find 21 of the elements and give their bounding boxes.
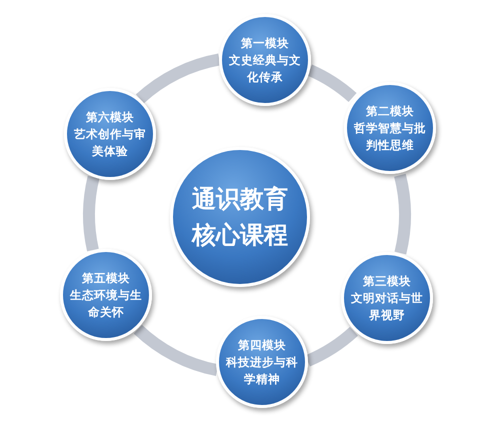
ring-arc	[305, 326, 358, 366]
module-heading: 第二模块	[366, 102, 414, 120]
ring-arc	[394, 174, 411, 254]
module-text: 生态环境与生命关怀	[70, 286, 142, 320]
center-title: 通识教育核心课程	[190, 184, 289, 251]
module-text: 文史经典与文化传承	[229, 52, 301, 86]
ring-arc	[83, 176, 100, 252]
module-circle	[344, 82, 436, 174]
module-text: 科技进步与科学精神	[226, 354, 298, 388]
module-text: 文明对话与世界视野	[351, 290, 423, 324]
module-heading: 第一模块	[241, 34, 289, 52]
module-circle	[341, 252, 433, 344]
module-text: 哲学智慧与批判性思维	[354, 120, 426, 154]
ring-arc	[136, 54, 221, 104]
module-heading: 第五模块	[82, 270, 130, 286]
ring-arc	[134, 324, 219, 376]
module-text: 艺术创作与审美体验	[74, 126, 146, 160]
module-heading: 第四模块	[238, 336, 286, 354]
ring-arc	[307, 64, 356, 102]
module-heading: 第六模块	[86, 108, 134, 126]
module-heading: 第三模块	[363, 272, 411, 290]
